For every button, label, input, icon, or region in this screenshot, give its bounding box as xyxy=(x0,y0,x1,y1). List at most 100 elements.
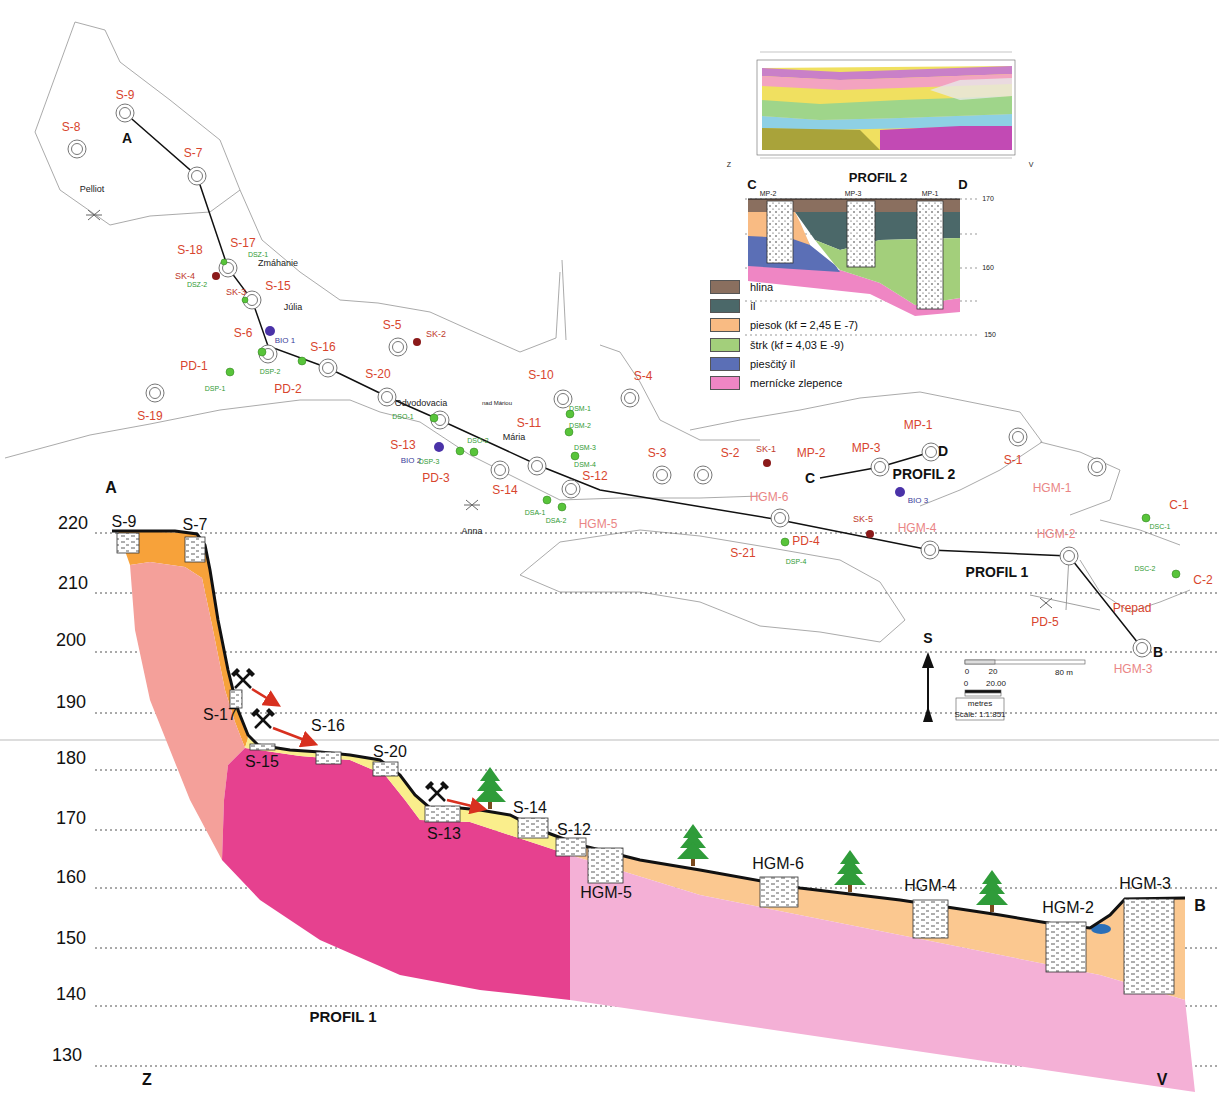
legend-text: piesčitý íl xyxy=(750,358,795,370)
profile-marker: B xyxy=(1153,645,1163,660)
borehole-label: S-6 xyxy=(234,327,253,340)
inset-marker: D xyxy=(958,178,967,192)
profile-end-label: A xyxy=(105,480,117,497)
elevation-label: 210 xyxy=(58,574,88,593)
probe-label: SK-1 xyxy=(756,445,776,454)
profile-borehole-label: S-13 xyxy=(427,826,461,843)
sensor-label: DSM-1 xyxy=(569,405,591,412)
scale-label: Scale: 1:1.851 xyxy=(954,711,1005,719)
sensor-label: DSM-3 xyxy=(574,444,596,451)
sensor-label: DSC-2 xyxy=(1134,565,1155,572)
borehole-label: MP-1 xyxy=(904,419,933,432)
borehole-label: S-8 xyxy=(62,121,81,134)
inset-label: 170 xyxy=(982,195,994,202)
sensor-label: DSA-1 xyxy=(525,509,546,516)
sensor-label: DSO-2 xyxy=(467,437,488,444)
profile-end-label: B xyxy=(1194,898,1206,915)
borehole-label: S-14 xyxy=(492,484,517,497)
sensor-label: DSC-1 xyxy=(1149,523,1170,530)
profile-title: PROFIL 1 xyxy=(309,1009,376,1025)
profile-borehole-label: S-17 xyxy=(203,707,237,724)
elevation-label: 160 xyxy=(56,868,86,887)
borehole-label: PD-1 xyxy=(180,360,207,373)
borehole-label: Prepad xyxy=(1113,602,1152,615)
borehole-label: S-20 xyxy=(365,368,390,381)
borehole-label: S-19 xyxy=(137,410,162,423)
probe-label: SK-5 xyxy=(853,515,873,524)
borehole-label: S-13 xyxy=(390,439,415,452)
hgm-label: HGM-2 xyxy=(1037,528,1076,541)
inset-label: 160 xyxy=(982,264,994,271)
legend-swatch xyxy=(710,280,740,294)
borehole-label: C-2 xyxy=(1193,574,1212,587)
inset-label: 150 xyxy=(984,331,996,338)
legend-row: štrk (kf = 4,03 E -9) xyxy=(710,335,858,354)
profile-borehole-label: S-16 xyxy=(311,718,345,735)
legend-row: hlina xyxy=(710,277,858,296)
hgm-label: HGM-6 xyxy=(750,491,789,504)
bio-label: BIO 3 xyxy=(908,497,928,505)
probe-label: SK-2 xyxy=(426,330,446,339)
profile-marker: PROFIL 2 xyxy=(893,467,956,482)
legend-row: íl xyxy=(710,296,858,315)
borehole-label: PD-4 xyxy=(792,535,819,548)
hgm-label: HGM-4 xyxy=(898,522,937,535)
borehole-label: S-7 xyxy=(184,147,203,160)
borehole-label: MP-2 xyxy=(797,447,826,460)
profile-marker: A xyxy=(122,131,132,146)
inset-marker: C xyxy=(747,178,756,192)
sensor-label: DSP-2 xyxy=(260,368,281,375)
bio-label: BIO 2 xyxy=(401,457,421,465)
borehole-label: S-3 xyxy=(648,447,667,460)
legend-text: íl xyxy=(750,300,756,312)
borehole-label: S-1 xyxy=(1004,454,1023,467)
bio-label: BIO 1 xyxy=(275,337,295,345)
place-label: Júlia xyxy=(284,303,303,312)
borehole-label: S-12 xyxy=(582,470,607,483)
legend-swatch xyxy=(710,299,740,313)
profile-borehole-label: HGM-2 xyxy=(1042,900,1094,917)
probe-label: SK-3 xyxy=(226,288,246,297)
borehole-label: PD-2 xyxy=(274,383,301,396)
profile-marker: C xyxy=(805,471,815,486)
legend-swatch xyxy=(710,318,740,332)
borehole-label: S-2 xyxy=(721,447,740,460)
elevation-label: 220 xyxy=(58,514,88,533)
borehole-label: S-18 xyxy=(177,244,202,257)
legend-text: hlina xyxy=(750,281,773,293)
legend-text: piesok (kf = 2,45 E -7) xyxy=(750,319,858,331)
profile-borehole-label: S-9 xyxy=(112,514,137,531)
borehole-label: S-15 xyxy=(265,280,290,293)
profile-end-label: Z xyxy=(142,1072,152,1089)
sensor-label: DSM-2 xyxy=(569,422,591,429)
legend-row: mernícke zlepence xyxy=(710,373,858,392)
borehole-label: S-11 xyxy=(517,417,541,430)
borehole-label: S-16 xyxy=(310,341,335,354)
hgm-label: HGM-5 xyxy=(579,518,618,531)
place-label: Odvodovacia xyxy=(395,399,448,408)
sensor-label: DSO-1 xyxy=(392,413,413,420)
elevation-label: 180 xyxy=(56,749,86,768)
profile-borehole-label: S-20 xyxy=(373,744,407,761)
inset-label: MP-1 xyxy=(922,190,939,197)
hgm-label: HGM-3 xyxy=(1114,663,1153,676)
elevation-label: 130 xyxy=(52,1046,82,1065)
place-label: nad Máriou xyxy=(482,400,512,406)
elevation-label: 170 xyxy=(56,809,86,828)
place-label: Zmáhanie xyxy=(258,259,298,268)
profile-borehole-label: HGM-4 xyxy=(904,878,956,895)
borehole-label: S-9 xyxy=(116,89,135,102)
sensor-label: DSZ-1 xyxy=(248,251,268,258)
borehole-label: S-21 xyxy=(730,547,755,560)
sensor-label: DSP-4 xyxy=(786,558,807,565)
sensor-label: DSM-4 xyxy=(574,461,596,468)
profile-borehole-label: S-14 xyxy=(513,800,547,817)
legend-row: piesok (kf = 2,45 E -7) xyxy=(710,316,858,335)
elevation-label: 190 xyxy=(56,693,86,712)
scale-label: 0 xyxy=(964,680,968,688)
inset-marker: PROFIL 2 xyxy=(849,171,907,185)
borehole-label: S-17 xyxy=(230,237,255,250)
inset-label: Z xyxy=(727,161,731,168)
borehole-label: S-4 xyxy=(634,370,653,383)
inset-label: V xyxy=(1029,161,1034,168)
